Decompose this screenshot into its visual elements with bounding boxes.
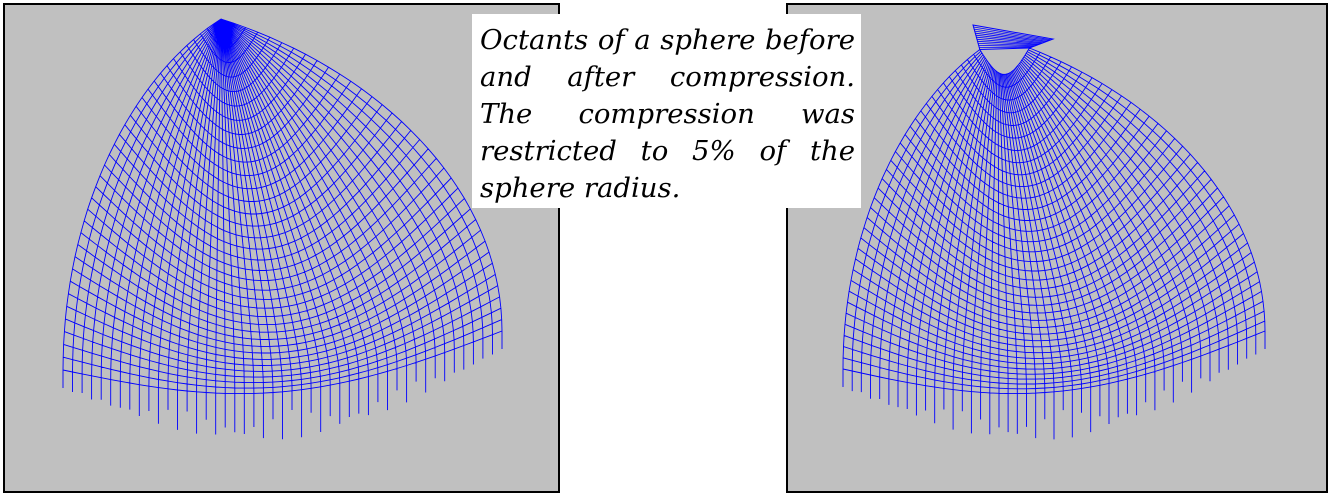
mesh-lines [842,24,1266,440]
sphere-octant-mesh-after [842,24,1266,440]
compressed-cap-grid [973,26,1052,48]
mesh-grid [62,18,503,440]
sphere-octant-mesh-before [62,18,503,440]
figure-caption: Octants of a sphere before and after com… [472,14,861,208]
mesh-panel-before [3,3,560,493]
compressed-cap [972,24,1055,51]
mesh-grid [842,47,1266,440]
mesh-panel-after [786,3,1328,493]
mesh-lines [62,18,503,440]
